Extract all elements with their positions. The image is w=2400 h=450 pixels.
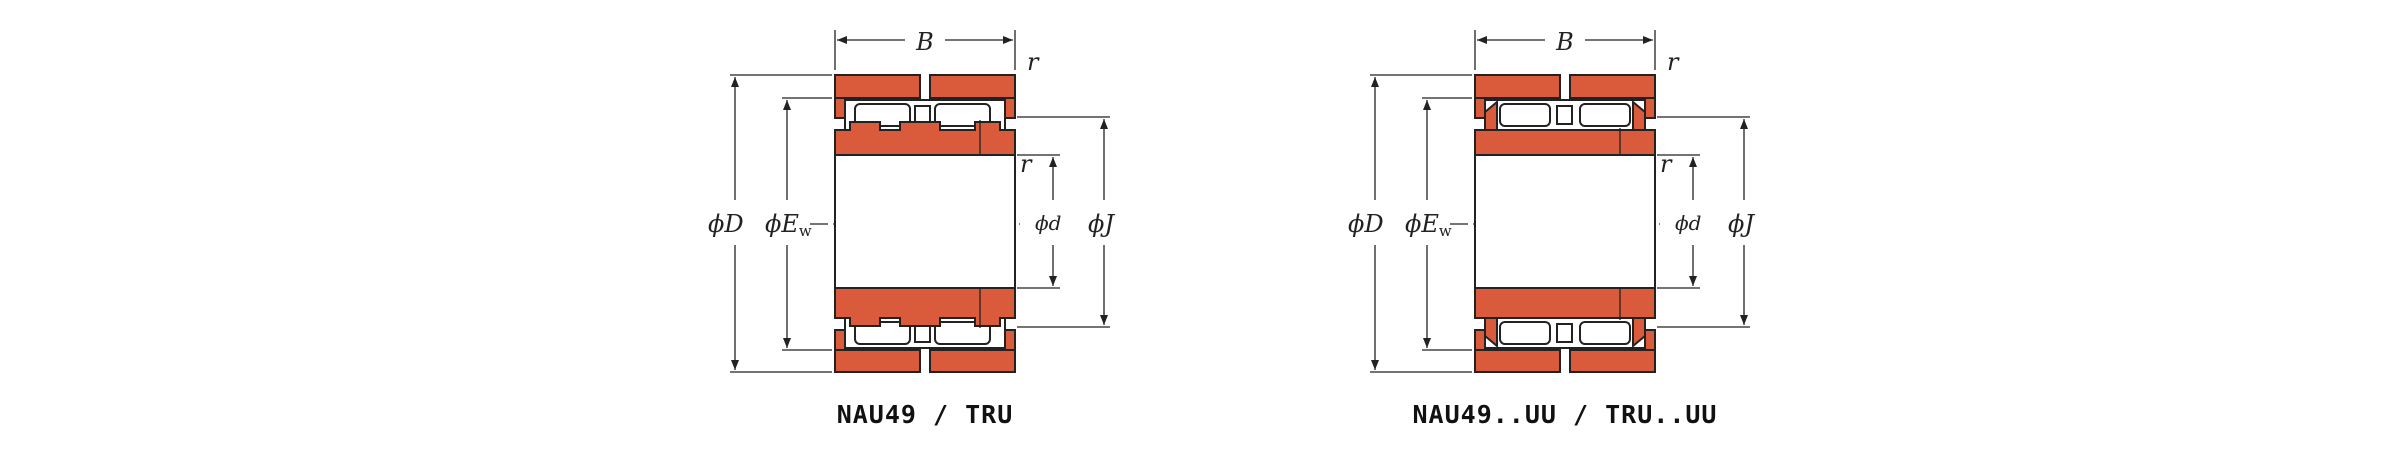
label-b: B xyxy=(915,28,934,56)
lower-section xyxy=(834,287,1016,373)
label-phi-d-outer: ϕD xyxy=(708,210,744,238)
label-r-outer: r xyxy=(1667,48,1680,76)
label-phi-j: ϕJ xyxy=(1728,210,1755,238)
drawing-nau49-tru: B r r ϕD ϕEw ϕd ϕJ NAU49 / TRU xyxy=(708,28,1115,429)
inner-bore xyxy=(1474,154,1656,289)
label-phi-d-bore: ϕd xyxy=(1675,211,1701,235)
caption-nau49-tru: NAU49 / TRU xyxy=(837,400,1014,429)
label-phi-ew: ϕEw xyxy=(765,210,812,240)
label-phi-ew: ϕEw xyxy=(1405,210,1452,240)
label-phi-j: ϕJ xyxy=(1088,210,1115,238)
label-b: B xyxy=(1555,28,1574,56)
label-r-outer: r xyxy=(1027,48,1040,76)
upper-section xyxy=(834,74,1016,156)
label-phi-d-outer: ϕD xyxy=(1348,210,1384,238)
upper-section xyxy=(1474,74,1656,156)
label-r-inner: r xyxy=(1020,150,1033,178)
label-r-inner: r xyxy=(1660,150,1673,178)
inner-bore xyxy=(834,154,1016,289)
lower-section xyxy=(1474,287,1656,373)
caption-nau49-uu: NAU49..UU / TRU..UU xyxy=(1413,400,1718,429)
label-phi-d-bore: ϕd xyxy=(1035,211,1061,235)
drawing-nau49-uu: B r r ϕD ϕEw ϕd ϕJ NAU49..UU / TRU..UU xyxy=(1348,28,1755,429)
